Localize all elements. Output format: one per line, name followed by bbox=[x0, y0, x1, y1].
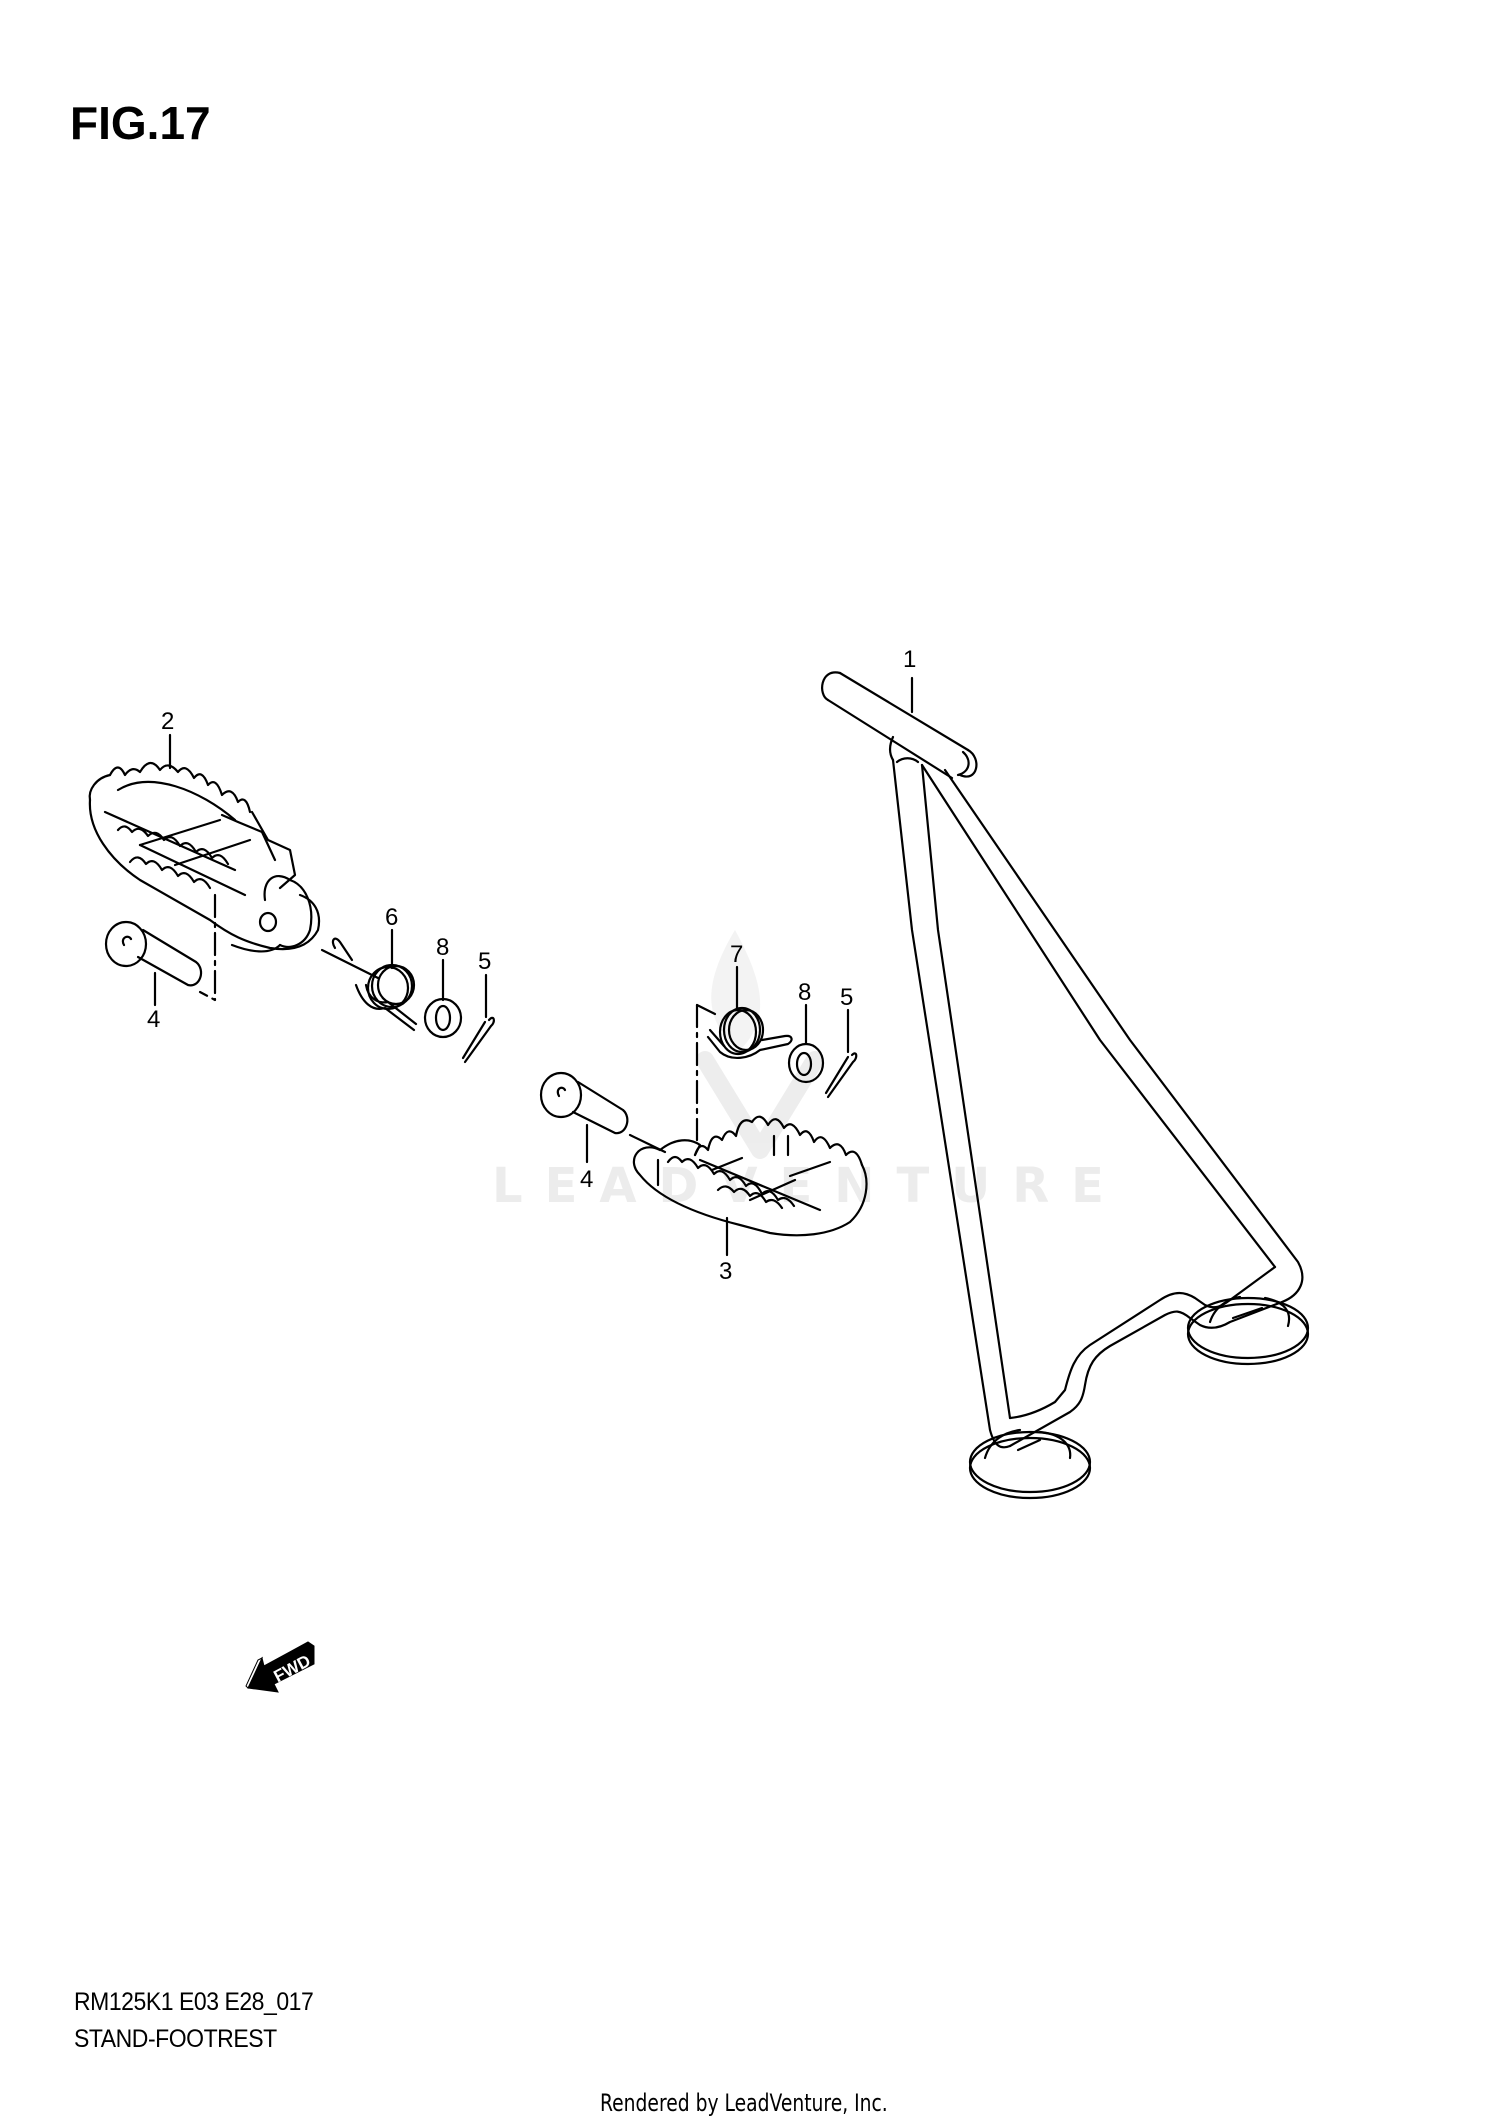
pin-right-part-4 bbox=[539, 1071, 629, 1135]
alignment-line-right-top bbox=[695, 1003, 717, 1016]
footrest-left-part-2 bbox=[88, 761, 321, 953]
figure-title: FIG.17 bbox=[70, 97, 211, 149]
callout-1: 1 bbox=[903, 646, 917, 673]
stand-part-1 bbox=[821, 671, 1310, 1500]
section-name: STAND-FOOTREST bbox=[74, 2025, 277, 2053]
callout-5-left: 5 bbox=[478, 948, 492, 975]
cotter-pin-left-part-5 bbox=[461, 1016, 495, 1064]
callout-8-left: 8 bbox=[436, 934, 450, 961]
callout-4-right: 4 bbox=[580, 1166, 594, 1193]
callout-5-right: 5 bbox=[840, 984, 854, 1011]
cotter-pin-right-part-5 bbox=[824, 1052, 858, 1099]
footrest-right-part-3 bbox=[632, 1115, 868, 1237]
pin-left-part-4 bbox=[104, 920, 203, 987]
spring-left-part-6 bbox=[331, 937, 418, 1032]
rendered-by-credit: Rendered by LeadVenture, Inc. bbox=[600, 2089, 888, 2117]
alignment-line-left-spring bbox=[320, 948, 380, 980]
washer-left-part-8 bbox=[423, 997, 463, 1039]
watermark-text: LEADVENTURE bbox=[492, 1158, 1126, 1214]
spring-right-part-7 bbox=[706, 1006, 793, 1059]
alignment-line-left bbox=[198, 893, 217, 1002]
fwd-arrow-icon: FWD bbox=[245, 1641, 315, 1693]
callout-2: 2 bbox=[161, 708, 175, 735]
callout-4-left: 4 bbox=[147, 1006, 161, 1033]
model-code: RM125K1 E03 E28_017 bbox=[74, 1988, 314, 2016]
callout-8-right: 8 bbox=[798, 979, 812, 1006]
callout-7: 7 bbox=[730, 941, 744, 968]
callout-3: 3 bbox=[719, 1258, 733, 1285]
callout-6: 6 bbox=[385, 904, 399, 931]
